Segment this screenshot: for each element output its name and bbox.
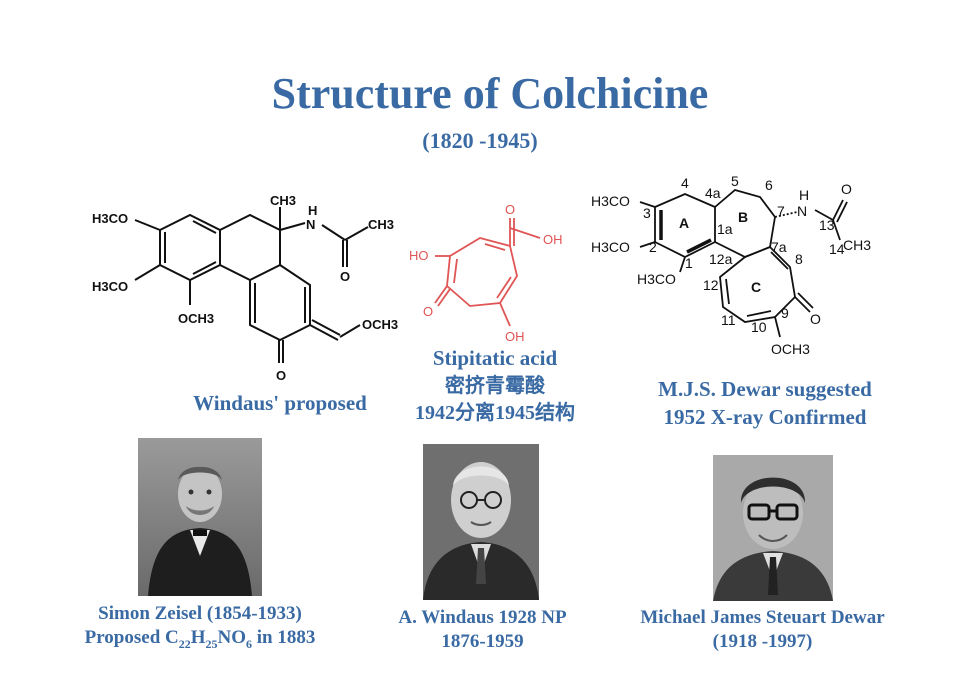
dewar-group: H3CO xyxy=(591,239,630,255)
stipitatic-label: O xyxy=(423,304,433,319)
windaus-label: CH3 xyxy=(270,193,296,208)
dewar-atom-number: 12a xyxy=(709,251,733,267)
windaus-label: N xyxy=(306,217,315,232)
dewar-atom-number: 1 xyxy=(685,255,693,271)
windaus-label: CH3 xyxy=(368,217,394,232)
zeisel-caption-1: Simon Zeisel (1854-1933) xyxy=(98,603,302,624)
dewar-group: H3CO xyxy=(591,193,630,209)
windaus-label: O xyxy=(340,269,350,284)
zeisel-caption-2: Proposed C22H25NO6 in 1883 xyxy=(60,626,340,656)
windaus-label: OCH3 xyxy=(362,317,398,332)
dewar-group: O xyxy=(810,311,821,327)
stipitatic-label: HO xyxy=(409,248,429,263)
page-title: Structure of Colchicine xyxy=(271,69,709,118)
stipitatic-caption-3: 1942分离1945结构 xyxy=(415,402,575,424)
dewar-atom-number: 7a xyxy=(771,239,787,255)
dewar-group: O xyxy=(841,181,852,197)
zeisel-photo xyxy=(138,438,262,596)
page-subtitle: (1820 -1945) xyxy=(422,128,538,153)
stipitatic-label: O xyxy=(505,202,515,217)
dewar-ring-label: A xyxy=(679,215,689,231)
windaus-label: OCH3 xyxy=(178,311,214,326)
dewar-atom-number: 2 xyxy=(649,239,657,255)
dewar-atom-number: 13 xyxy=(819,217,835,233)
dewar-atom-number: 3 xyxy=(643,205,651,221)
dewar-group: CH3 xyxy=(843,237,871,253)
dewar-ring-label: B xyxy=(738,209,748,225)
formula-suffix: in 1883 xyxy=(252,627,316,648)
formula-o-count: 6 xyxy=(246,636,253,651)
dewar-structure: 4 4a 5 6 7 3 2 1 1a 12a 7a 8 12 11 10 9 … xyxy=(591,173,871,357)
dewar-atom-number: 8 xyxy=(795,251,803,267)
windaus-label: O xyxy=(276,368,286,383)
stipitatic-label: OH xyxy=(505,329,525,344)
dewar-atom-number: 4 xyxy=(681,175,689,191)
windaus-label: H xyxy=(308,203,317,218)
dewar-atom-number: 10 xyxy=(751,319,767,335)
dewar-caption-2: 1952 X-ray Confirmed xyxy=(663,405,867,429)
windaus-label: H3CO xyxy=(92,211,128,226)
dewar-photo xyxy=(713,455,833,601)
dewar-group: OCH3 xyxy=(771,341,810,357)
dewar-ring-label: C xyxy=(751,279,761,295)
dewar-caption-1: M.J.S. Dewar suggested xyxy=(658,377,872,401)
dewar-atom-number: 12 xyxy=(703,277,719,293)
stipitatic-caption-2: 密挤青霉酸 xyxy=(445,373,545,397)
dewar-group: N xyxy=(797,203,807,219)
formula-h: H xyxy=(190,627,206,648)
dewar-atom-number: 5 xyxy=(731,173,739,189)
dewar-atom-number: 14 xyxy=(829,241,845,257)
formula-h-count: 25 xyxy=(205,636,218,651)
windaus-label: H3CO xyxy=(92,279,128,294)
dewar-atom-number: 11 xyxy=(721,312,736,328)
formula-prefix: Proposed C xyxy=(84,627,179,648)
dewar-atom-number: 4a xyxy=(705,185,721,201)
dewar-person-caption-1: Michael James Steuart Dewar xyxy=(640,607,885,628)
dewar-person-caption-2: (1918 -1997) xyxy=(712,631,813,652)
windaus-person-caption-2: 1876-1959 xyxy=(441,631,524,652)
formula-rest: NO xyxy=(217,627,247,648)
windaus-caption: Windaus' proposed xyxy=(193,391,367,415)
dewar-atom-number: 7 xyxy=(777,203,785,219)
windaus-structure: H3CO H3CO OCH3 CH3 H N O O OCH3 CH3 xyxy=(92,193,398,383)
dewar-group: H xyxy=(799,187,809,203)
stipitatic-structure: O OH HO O OH xyxy=(409,202,563,344)
stipitatic-caption-1: Stipitatic acid xyxy=(432,346,558,370)
dewar-atom-number: 6 xyxy=(765,177,773,193)
dewar-atom-number: 9 xyxy=(781,305,789,321)
dewar-atom-number: 1a xyxy=(717,221,733,237)
formula-c-count: 22 xyxy=(178,636,191,651)
windaus-person-caption-1: A. Windaus 1928 NP xyxy=(398,607,567,628)
stipitatic-label: OH xyxy=(543,232,563,247)
dewar-group: H3CO xyxy=(637,271,676,287)
windaus-photo xyxy=(423,444,539,600)
